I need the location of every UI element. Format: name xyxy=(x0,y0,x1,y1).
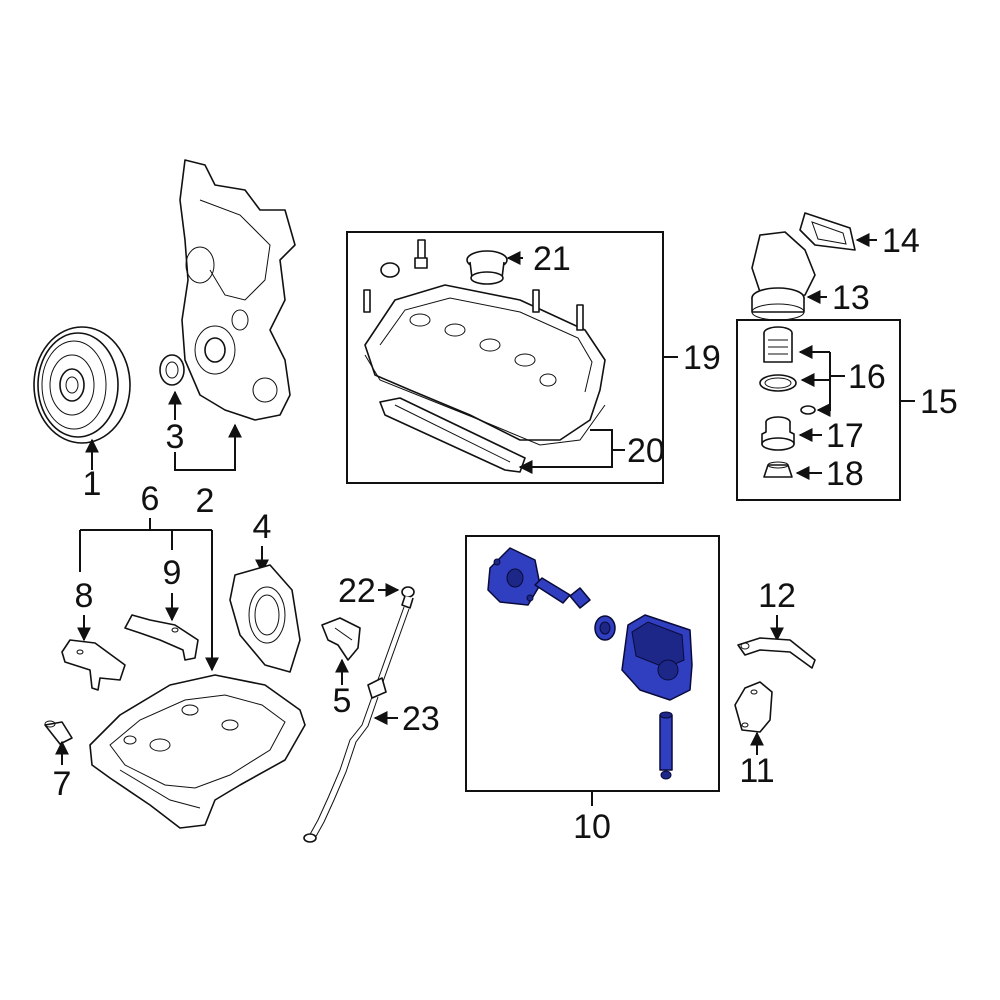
part-22-dipstick[interactable] xyxy=(374,586,415,691)
part-9-windage-tray[interactable] xyxy=(124,614,199,661)
part-18-drain-plug[interactable] xyxy=(763,461,793,478)
callout-17: 17 xyxy=(826,417,864,455)
callout-6: 6 xyxy=(141,480,160,518)
callout-2: 2 xyxy=(196,482,215,520)
part-12-bracket[interactable] xyxy=(737,637,816,669)
callout-13: 13 xyxy=(832,279,870,317)
part-21-oil-filler-cap[interactable] xyxy=(466,250,508,285)
callout-4: 4 xyxy=(253,508,272,546)
callout-8: 8 xyxy=(75,577,94,615)
part-10-oil-pump[interactable] xyxy=(487,547,693,780)
callout-21: 21 xyxy=(533,240,571,278)
callout-5: 5 xyxy=(333,682,352,720)
part-5-dipstick-tube-bracket[interactable] xyxy=(321,617,361,661)
callout-20: 20 xyxy=(627,432,665,470)
part-6-oil-pan[interactable] xyxy=(89,674,306,829)
callout-16: 16 xyxy=(848,358,886,396)
part-4-rear-seal-retainer[interactable] xyxy=(229,564,301,673)
callout-3: 3 xyxy=(166,418,185,456)
callout-9: 9 xyxy=(163,554,182,592)
callout-22: 22 xyxy=(338,572,376,610)
part-13-oil-filter-housing[interactable] xyxy=(751,231,816,321)
part-19-bolts xyxy=(363,239,584,331)
callout-15: 15 xyxy=(920,383,958,421)
part-16-o-ring[interactable] xyxy=(800,405,816,415)
part-16-filter-element[interactable] xyxy=(759,326,797,392)
callout-23: 23 xyxy=(402,700,440,738)
part-1-crankshaft-pulley[interactable] xyxy=(33,326,131,444)
part-3-front-seal[interactable] xyxy=(159,354,185,386)
part-8-baffle[interactable] xyxy=(61,639,126,691)
part-7-drain-plug[interactable] xyxy=(44,720,73,745)
callout-18: 18 xyxy=(826,455,864,493)
group-box-15 xyxy=(736,319,901,501)
part-19-valve-cover[interactable] xyxy=(364,284,606,446)
callout-10: 10 xyxy=(573,808,611,846)
part-2-timing-cover[interactable] xyxy=(179,159,296,421)
part-23-dipstick-tube[interactable] xyxy=(303,677,387,843)
part-14-gasket[interactable] xyxy=(799,212,856,251)
callout-19: 19 xyxy=(683,339,721,377)
callout-7: 7 xyxy=(53,765,72,803)
callout-1: 1 xyxy=(83,465,102,503)
callout-12: 12 xyxy=(758,577,796,615)
part-11-bracket-plate[interactable] xyxy=(734,681,773,733)
callout-11: 11 xyxy=(739,752,774,790)
callout-14: 14 xyxy=(882,222,920,260)
part-17-filter-cap[interactable] xyxy=(761,416,795,451)
